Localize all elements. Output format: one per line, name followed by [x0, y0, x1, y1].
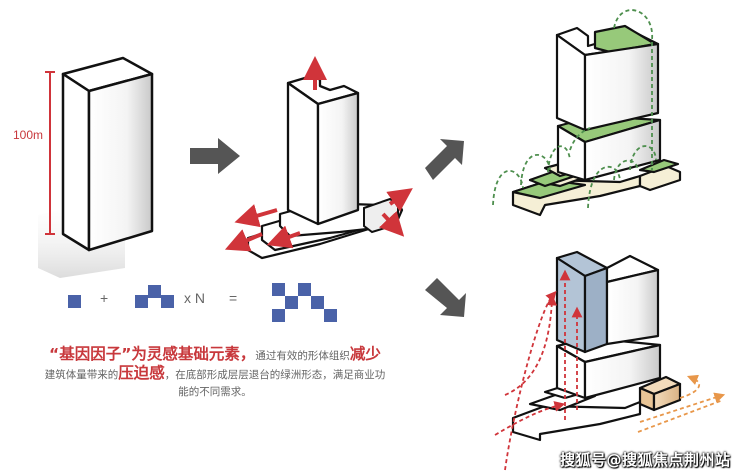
formula-times-n: x N [184, 290, 205, 306]
caption-normal: 建筑体量带来的 [44, 369, 119, 381]
caption-highlight: “基因因子”为灵感基础元素， [49, 345, 256, 363]
tower-extension-diagram [224, 56, 413, 260]
single-pixel [68, 295, 81, 308]
caption-normal: 通过有效的形体组织 [255, 350, 350, 362]
caption-highlight: 压迫感 [118, 364, 165, 382]
arrow-up-right-icon [425, 139, 464, 180]
red-expansion-arrows [224, 56, 413, 252]
red-dashed-wind-arrows [494, 269, 583, 471]
caption-normal: ，在底部形成层层退台的绿洲形态，满足商业功 [164, 369, 386, 381]
base-block-diagram [38, 56, 154, 278]
tower-right-face [316, 91, 360, 226]
caption-text: “基因因子”为灵感基础元素，通过有效的形体组织减少 建筑体量带来的压迫感，在底部… [20, 346, 410, 401]
caption-normal: 能的不同需求。 [178, 386, 252, 398]
arrow-right-icon [190, 138, 240, 174]
upper-block [555, 250, 660, 354]
wind-flow-diagram [494, 250, 726, 471]
pixel-pattern-result [272, 283, 337, 322]
formula-equals: = [229, 290, 238, 306]
tan-annex [638, 375, 682, 412]
caption-line-3: 能的不同需求。 [20, 384, 410, 401]
green-terrace-diagram [492, 9, 682, 217]
pixel-triplet [135, 285, 174, 308]
process-arrows [190, 138, 466, 317]
green-dashed-arcs [492, 9, 657, 209]
arrow-down-right-icon [425, 278, 466, 317]
watermark: 搜狐号@搜狐焦点荆州站 [560, 451, 731, 469]
upper-volume [555, 24, 660, 132]
block-left-face [61, 72, 91, 252]
tower-left-face [286, 81, 320, 226]
caption-line-2: 建筑体量带来的压迫感，在底部形成层层退台的绿洲形态，满足商业功 [20, 365, 410, 384]
block-right-face [87, 72, 154, 252]
formula-pixel-groups [68, 283, 337, 322]
formula-plus: + [100, 290, 109, 306]
caption-highlight: 减少 [349, 345, 381, 363]
caption-line-1: “基因因子”为灵感基础元素，通过有效的形体组织减少 [20, 346, 410, 365]
height-dimension-line [45, 71, 55, 235]
orange-dashed-wind-arrows [637, 374, 726, 433]
height-label: 100m [13, 128, 44, 142]
